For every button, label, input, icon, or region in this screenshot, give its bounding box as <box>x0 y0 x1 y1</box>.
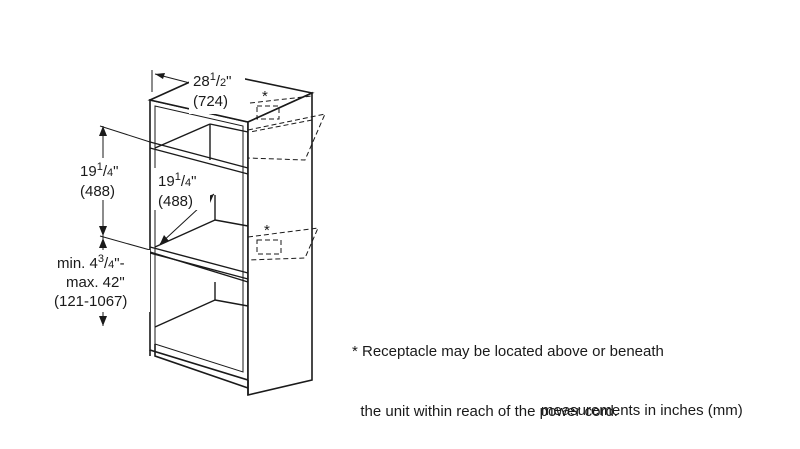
dim-range-min-prefix: min. 4 <box>57 255 98 272</box>
dim-upper-whole: 19 <box>80 163 97 180</box>
dim-range-label: min. 43/4"- max. 42" (121-1067) <box>50 250 150 312</box>
receptacle-note-line-1: * Receptacle may be located above or ben… <box>352 343 664 360</box>
receptacle-note: * Receptacle may be located above or ben… <box>352 302 664 442</box>
dim-range-max: max. 42" <box>66 274 125 291</box>
receptacle-note-line-2: the unit within reach of the power cord. <box>352 403 618 420</box>
dim-depth-frac-den: 4 <box>185 177 191 189</box>
dim-upper-label: 191/4" (488) <box>76 158 132 200</box>
cabinet-shelves <box>149 123 249 328</box>
dim-depth-mm: (488) <box>158 193 193 210</box>
dim-depth-frac-num: 1 <box>175 171 181 183</box>
dim-width-whole: 28 <box>193 73 210 90</box>
dim-depth-unit: " <box>191 173 196 190</box>
receptacle-star-lower: * <box>264 222 270 239</box>
measurement-units-note: measurements in inches (mm) <box>541 402 743 419</box>
svg-text:min. 43/4"-: min. 43/4"- <box>57 253 125 272</box>
dim-upper-mm: (488) <box>80 183 115 200</box>
svg-text:281/2": 281/2" <box>193 71 231 90</box>
receptacle-zones <box>247 95 326 261</box>
cabinet-outline <box>147 71 315 397</box>
dim-range-min-suffix: "- <box>114 255 124 272</box>
dim-range-frac-num: 3 <box>98 253 104 265</box>
dim-depth-label: 191/4" (488) <box>154 168 210 210</box>
dim-depth-whole: 19 <box>158 173 175 190</box>
dim-range-mm: (121-1067) <box>54 293 127 310</box>
dim-range-frac-den: 4 <box>108 259 114 271</box>
svg-text:191/4": 191/4" <box>80 161 118 180</box>
dim-width-mm: (724) <box>193 93 228 110</box>
dim-width-frac-num: 1 <box>210 71 216 83</box>
dim-width-label: 281/2" (724) <box>189 68 245 114</box>
dim-upper-frac-num: 1 <box>97 161 103 173</box>
dim-upper-frac-den: 4 <box>107 167 113 179</box>
svg-text:191/4": 191/4" <box>158 171 196 190</box>
receptacle-star-upper: * <box>262 88 268 105</box>
dim-width-frac-den: 2 <box>220 77 226 89</box>
dim-upper-unit: " <box>113 163 118 180</box>
dim-width-unit: " <box>226 73 231 90</box>
